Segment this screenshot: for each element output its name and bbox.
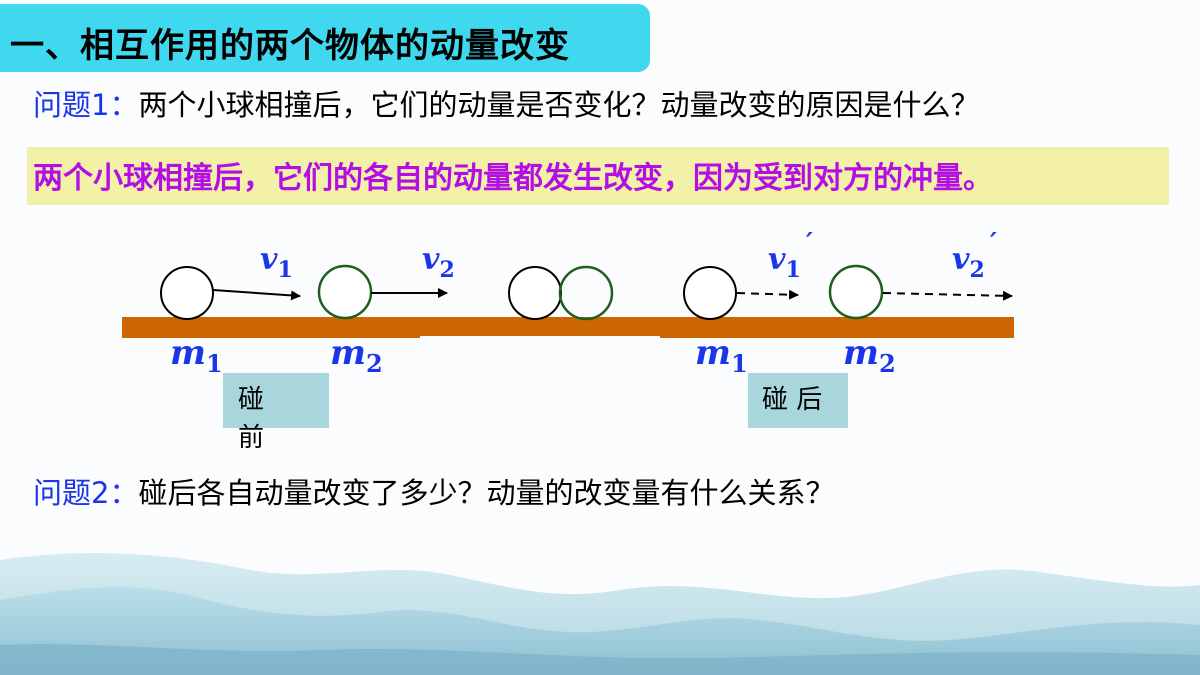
ball-m2-collision (558, 265, 614, 321)
label-v2-after: v2 ′ (952, 228, 997, 283)
question-1-text: 两个小球相撞后，它们的动量是否变化？动量改变的原因是什么？ (138, 88, 980, 122)
question-1-label: 问题1 (33, 88, 110, 122)
label-m1-before: m1 (170, 333, 223, 378)
arrow-v2-after (882, 290, 1013, 301)
question-2: 问题2：碰后各自动量改变了多少？动量的改变量有什么关系？ (33, 470, 834, 512)
tag-before-collision: 碰前 (223, 373, 329, 453)
label-v1-after: v1 ′ (768, 228, 813, 283)
page-title: 一、相互作用的两个物体的动量改变 (10, 26, 570, 66)
arrow-v1-after (736, 289, 799, 300)
track-left (122, 317, 420, 338)
track-right (660, 317, 1014, 338)
ball-m1-before (160, 266, 214, 320)
question-1: 问题1：两个小球相撞后，它们的动量是否变化？动量改变的原因是什么？ (33, 82, 979, 124)
question-2-text: 碰后各自动量改变了多少？动量的改变量有什么关系？ (138, 476, 835, 510)
track-middle (420, 317, 660, 336)
question-2-colon: ： (109, 476, 139, 510)
question-2-label: 问题2 (33, 476, 110, 510)
ball-m2-after (828, 264, 884, 320)
answer-box: 两个小球相撞后，它们的各自的动量都发生改变，因为受到对方的冲量。 (27, 147, 1169, 205)
arrow-v1-before (212, 289, 301, 301)
tag-after-collision: 碰 后 (748, 373, 848, 428)
title-banner: 一、相互作用的两个物体的动量改变 (0, 4, 650, 72)
ball-m1-collision (508, 266, 562, 320)
label-m2-before: m2 (330, 333, 383, 378)
label-v1-before: v1 (260, 242, 293, 283)
label-v2-before: v2 (422, 242, 455, 283)
ball-m1-after (683, 266, 737, 320)
question-1-colon: ： (109, 88, 139, 122)
answer-text: 两个小球相撞后，它们的各自的动量都发生改变，因为受到对方的冲量。 (33, 161, 993, 196)
label-m2-after: m2 (843, 333, 896, 378)
label-m1-after: m1 (695, 333, 748, 378)
ball-m2-before (317, 264, 373, 320)
